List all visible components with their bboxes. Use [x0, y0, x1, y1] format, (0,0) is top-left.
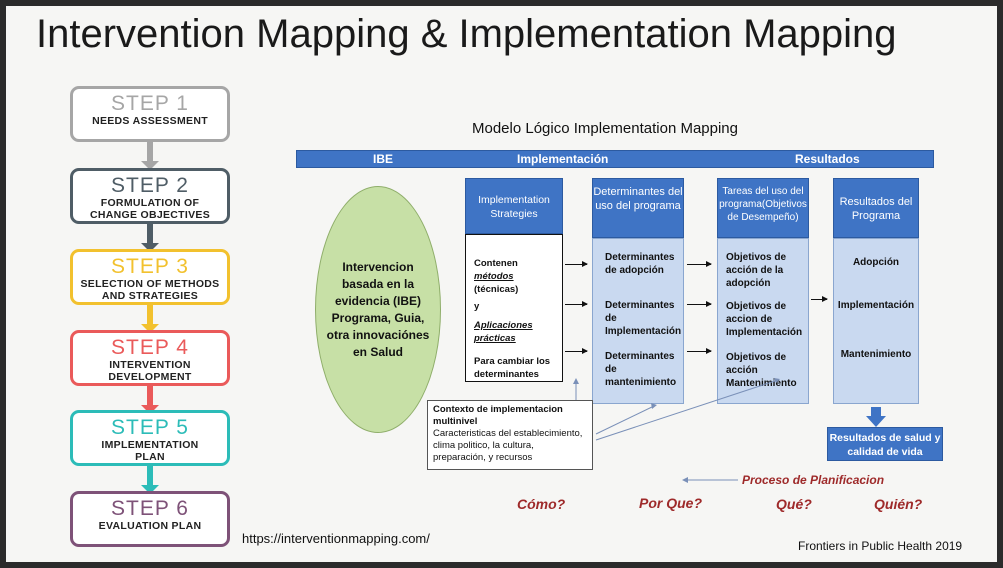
step-arrow [141, 305, 159, 333]
tareas-mantenimiento: Objetivos de acción Mantenimiento [726, 352, 797, 389]
step-4-label-1: INTERVENTION [109, 359, 191, 371]
source-citation: Frontiers in Public Health 2019 [798, 539, 963, 553]
contexto-box: Contexto de implementacion multinivel Ca… [427, 400, 593, 470]
question-que: Qué? [776, 496, 812, 512]
determinantes-box: Determinantes de adopción Determinantes … [592, 238, 684, 404]
step-6-number: STEP 6 [111, 497, 189, 520]
step-5-box: STEP 5 IMPLEMENTATION PLAN [70, 410, 230, 466]
step-2-label-2: CHANGE OBJECTIVES [89, 209, 211, 221]
strategies-box: Contenen métodos (técnicas) y Aplicacion… [465, 234, 563, 382]
down-arrow-icon [866, 407, 886, 427]
contexto-title: Contexto de implementacion multinivel [433, 404, 563, 427]
step-1-number: STEP 1 [111, 92, 189, 115]
step-5-label-2: PLAN [135, 451, 165, 463]
arrow-right-icon [565, 261, 588, 267]
question-por-que: Por Que? [639, 495, 703, 511]
strategies-item-metodos: Contenen métodos (técnicas) [474, 258, 519, 295]
arrow-right-icon [565, 301, 588, 307]
tareas-header: Tareas del uso del programa(Objetivos de… [717, 178, 809, 238]
step-1-box: STEP 1 NEEDS ASSESSMENT [70, 86, 230, 142]
step-4-number: STEP 4 [111, 336, 189, 359]
proceso-arrow-icon [682, 477, 738, 483]
contexto-body: Caracteristicas del establecimiento, cli… [433, 428, 583, 463]
strategies-item-aplicaciones: Aplicaciones prácticas [474, 320, 533, 344]
strategies-item-y: y [474, 301, 480, 312]
step-6-label: EVALUATION PLAN [98, 520, 202, 532]
proceso-label: Proceso de Planificacion [742, 473, 885, 487]
metodos-emphasis: métodos [474, 271, 514, 282]
step-3-box: STEP 3 SELECTION OF METHODS AND STRATEGI… [70, 249, 230, 305]
resultados-implementacion: Implementación [837, 300, 915, 311]
arrow-right-icon [811, 296, 828, 302]
step-5-label-1: IMPLEMENTATION [101, 439, 199, 451]
tareas-adopcion: Objetivos de acción de la adopción [726, 252, 787, 289]
step-arrow [141, 224, 159, 252]
step-2-number: STEP 2 [111, 174, 189, 197]
step-1-label: NEEDS ASSESSMENT [92, 115, 208, 127]
question-como: Cómo? [517, 496, 566, 512]
step-3-label-2: AND STRATEGIES [101, 290, 199, 302]
arrow-right-icon [565, 348, 588, 354]
step-4-box: STEP 4 INTERVENTION DEVELOPMENT [70, 330, 230, 386]
ibe-ellipse: Intervencion basada en la evidencia (IBE… [315, 186, 441, 433]
step-3-label-1: SELECTION OF METHODS [80, 278, 220, 290]
context-arrows [573, 378, 780, 451]
step-3-number: STEP 3 [111, 255, 189, 278]
determinantes-adopcion: Determinantes de adopción [605, 252, 675, 276]
header-ibe: IBE [373, 152, 394, 166]
resultados-mantenimiento: Mantenimiento [840, 349, 912, 360]
determinantes-header: Determinantes del uso del programa [592, 178, 684, 238]
ibe-text: Intervencion basada en la evidencia (IBE… [326, 259, 430, 359]
step-6-box: STEP 6 EVALUATION PLAN [70, 491, 230, 547]
header-resultados: Resultados [795, 152, 860, 166]
determinantes-mantenimiento: Determinantes de mantenimiento [605, 351, 677, 388]
arrow-right-icon [687, 301, 712, 307]
step-2-box: STEP 2 FORMULATION OF CHANGE OBJECTIVES [70, 168, 230, 224]
step-2-label-1: FORMULATION OF [100, 197, 200, 209]
resultados-box: Adopción Implementación Mantenimiento [833, 238, 919, 404]
step-arrow [141, 386, 159, 414]
slide: Intervention Mapping & Implementation Ma… [6, 6, 997, 562]
resultados-header: Resultados del Programa [833, 178, 919, 238]
slide-title: Intervention Mapping & Implementation Ma… [36, 12, 897, 56]
source-url: https://interventionmapping.com/ [242, 531, 430, 546]
salud-box: Resultados de salud y calidad de vida [827, 427, 943, 461]
step-arrow [141, 142, 159, 170]
resultados-adopcion: Adopción [852, 257, 900, 268]
arrow-right-icon [687, 348, 712, 354]
determinantes-implementacion: Determinantes de Implementación [605, 300, 682, 337]
strategies-header: Implementation Strategies [465, 178, 563, 234]
tareas-implementacion: Objetivos de accion de Implementación [726, 301, 803, 338]
tareas-box: Objetivos de acción de la adopción Objet… [717, 238, 809, 404]
strategies-item-cambiar: Para cambiar los determinantes [474, 356, 551, 380]
header-implementacion: Implementación [517, 152, 609, 166]
step-5-number: STEP 5 [111, 416, 189, 439]
step-4-label-2: DEVELOPMENT [108, 371, 192, 383]
arrow-right-icon [687, 261, 712, 267]
model-title: Modelo Lógico Implementation Mapping [472, 120, 738, 137]
header-bar: IBE Implementación Resultados [296, 150, 934, 168]
question-quien: Quién? [874, 496, 923, 512]
step-arrow [141, 466, 159, 494]
